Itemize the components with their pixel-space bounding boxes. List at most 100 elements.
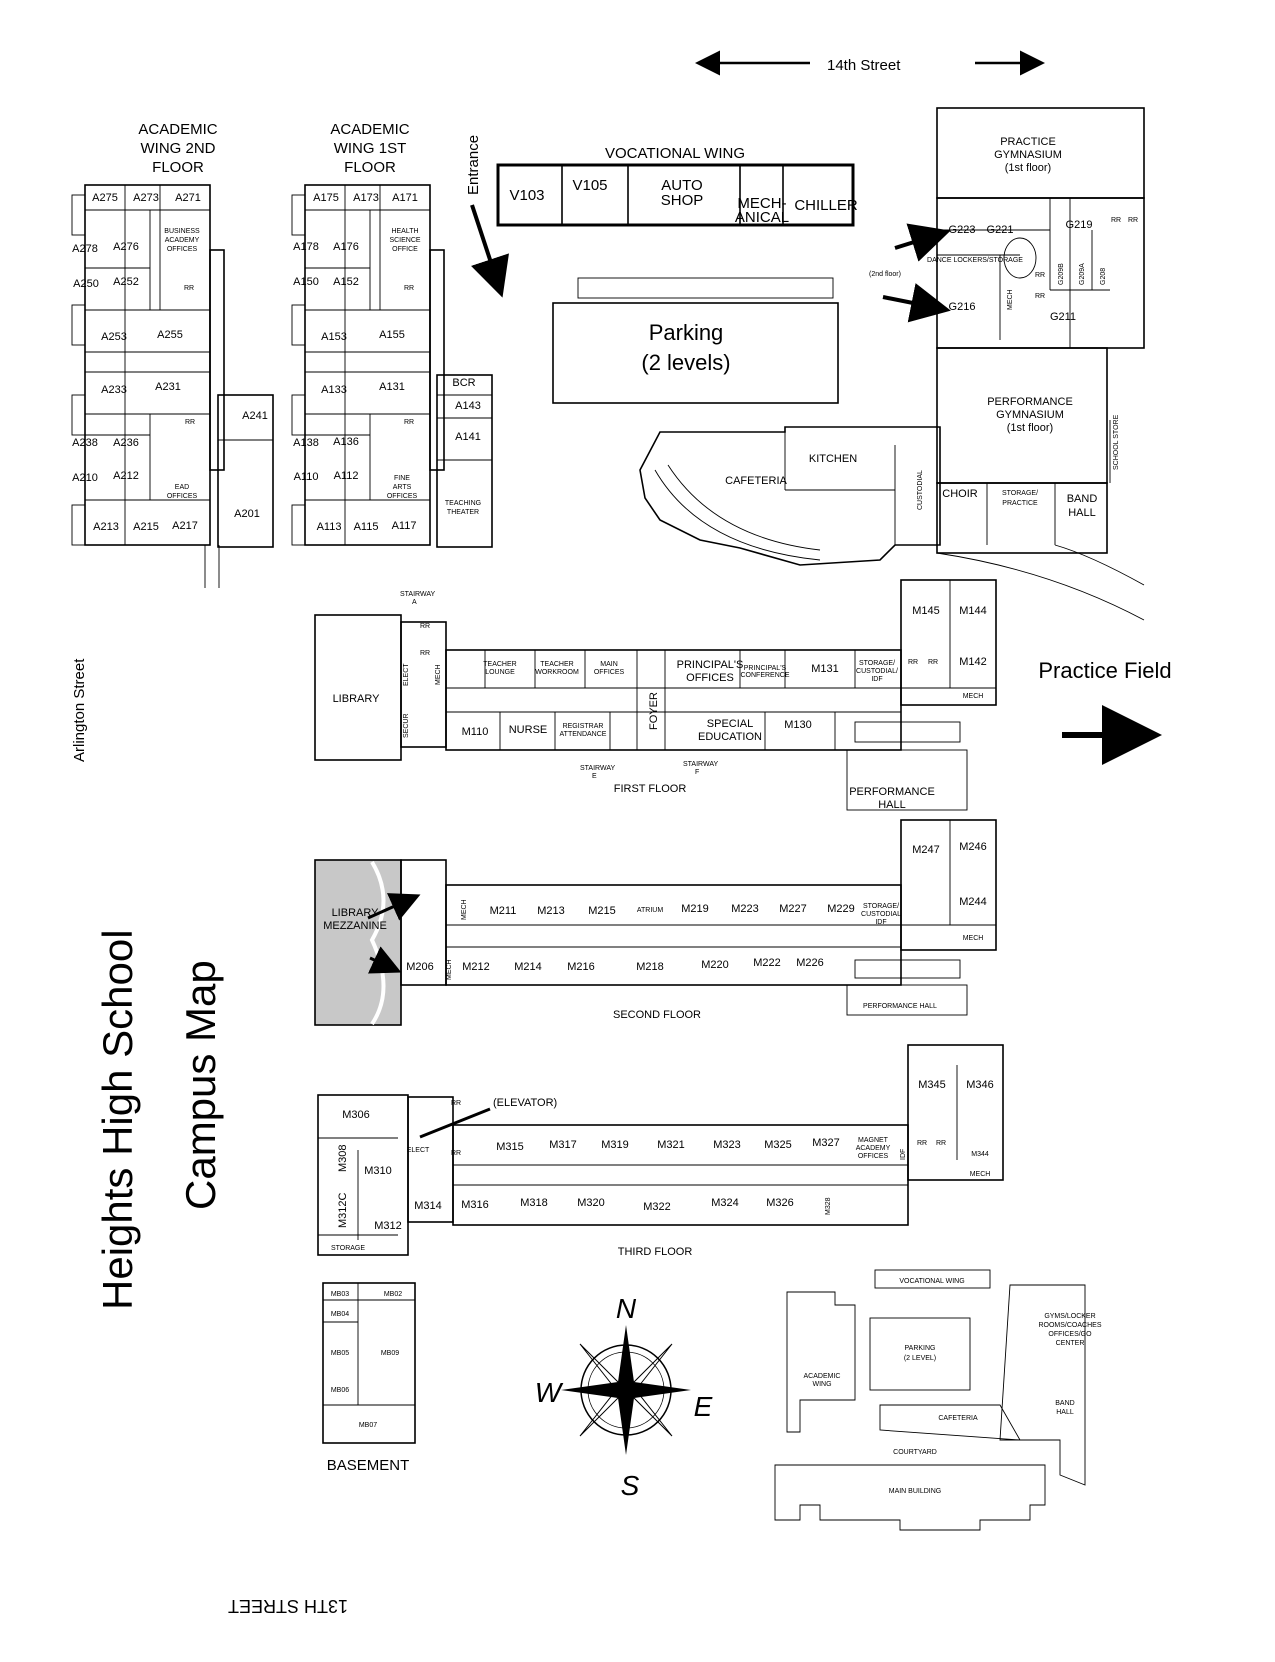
svg-text:HALL: HALL bbox=[1056, 1409, 1074, 1416]
svg-text:BCR: BCR bbox=[452, 377, 475, 389]
svg-text:RR: RR bbox=[908, 659, 918, 666]
svg-text:IDF: IDF bbox=[900, 1149, 907, 1160]
compass-west-label: W bbox=[535, 1377, 564, 1408]
svg-text:M324: M324 bbox=[711, 1197, 739, 1209]
svg-text:PARKING: PARKING bbox=[905, 1345, 936, 1352]
svg-text:MECH: MECH bbox=[446, 959, 453, 980]
svg-text:A215: A215 bbox=[133, 521, 159, 533]
svg-text:RR: RR bbox=[1035, 272, 1045, 279]
svg-text:A217: A217 bbox=[172, 520, 198, 532]
svg-text:A: A bbox=[412, 599, 417, 606]
svg-text:REGISTRAR: REGISTRAR bbox=[563, 723, 604, 730]
svg-text:FLOOR: FLOOR bbox=[344, 159, 396, 176]
svg-text:GYMS/LOCKER: GYMS/LOCKER bbox=[1044, 1313, 1095, 1320]
svg-text:RR: RR bbox=[1128, 217, 1138, 224]
svg-text:A110: A110 bbox=[294, 471, 319, 483]
svg-text:RR: RR bbox=[1035, 293, 1045, 300]
svg-text:M226: M226 bbox=[796, 957, 824, 969]
svg-text:MAGNET: MAGNET bbox=[858, 1137, 889, 1144]
svg-text:OFFICES: OFFICES bbox=[858, 1153, 889, 1160]
svg-text:EAD: EAD bbox=[175, 484, 189, 491]
svg-text:G223: G223 bbox=[949, 224, 976, 236]
svg-text:STORAGE/: STORAGE/ bbox=[1002, 490, 1038, 497]
svg-text:M244: M244 bbox=[959, 896, 987, 908]
svg-text:M312: M312 bbox=[374, 1220, 402, 1232]
street-14th: 14th Street bbox=[695, 50, 1045, 76]
svg-text:G208: G208 bbox=[1100, 268, 1107, 285]
svg-text:BASEMENT: BASEMENT bbox=[327, 1457, 410, 1474]
entrance-marker: Entrance bbox=[465, 135, 509, 298]
svg-text:A175: A175 bbox=[313, 192, 339, 204]
svg-text:M344: M344 bbox=[971, 1151, 989, 1158]
svg-text:CONFERENCE: CONFERENCE bbox=[740, 672, 789, 679]
svg-text:M320: M320 bbox=[577, 1197, 605, 1209]
svg-text:BAND: BAND bbox=[1055, 1400, 1074, 1407]
svg-text:HEALTH: HEALTH bbox=[391, 228, 418, 235]
svg-text:M310: M310 bbox=[364, 1165, 392, 1177]
svg-text:PERFORMANCE HALL: PERFORMANCE HALL bbox=[863, 1003, 937, 1010]
svg-text:MB07: MB07 bbox=[359, 1422, 377, 1429]
svg-text:RR: RR bbox=[936, 1140, 946, 1147]
svg-text:OFFICES/GO: OFFICES/GO bbox=[1048, 1331, 1092, 1338]
svg-text:CUSTODIAL/: CUSTODIAL/ bbox=[856, 668, 898, 675]
svg-text:G221: G221 bbox=[987, 224, 1014, 236]
svg-text:M308: M308 bbox=[337, 1144, 349, 1172]
svg-text:M212: M212 bbox=[462, 961, 490, 973]
svg-text:A241: A241 bbox=[242, 410, 268, 422]
svg-text:OFFICES: OFFICES bbox=[594, 669, 625, 676]
svg-text:MECH: MECH bbox=[461, 899, 468, 920]
svg-text:BUSINESS: BUSINESS bbox=[164, 228, 200, 235]
svg-text:COURTYARD: COURTYARD bbox=[893, 1449, 937, 1456]
svg-text:EDUCATION: EDUCATION bbox=[698, 731, 762, 743]
map-title: Heights High School Campus Map bbox=[94, 929, 224, 1310]
svg-text:VOCATIONAL WING: VOCATIONAL WING bbox=[899, 1278, 964, 1285]
svg-text:M323: M323 bbox=[713, 1139, 741, 1151]
svg-text:SECUR: SECUR bbox=[403, 713, 410, 738]
svg-text:M218: M218 bbox=[636, 961, 664, 973]
cafeteria: CAFETERIA KITCHEN CUSTODIAL bbox=[639, 426, 941, 566]
svg-text:A238: A238 bbox=[72, 437, 98, 449]
svg-text:PRINCIPAL'S: PRINCIPAL'S bbox=[744, 665, 787, 672]
svg-text:STORAGE: STORAGE bbox=[331, 1245, 365, 1252]
svg-text:RR: RR bbox=[928, 659, 938, 666]
svg-text:THEATER: THEATER bbox=[447, 509, 479, 516]
svg-text:STAIRWAY: STAIRWAY bbox=[400, 591, 435, 598]
svg-text:CHILLER: CHILLER bbox=[794, 197, 858, 214]
svg-text:OFFICE: OFFICE bbox=[392, 246, 418, 253]
svg-text:A131: A131 bbox=[379, 381, 405, 393]
svg-text:MB04: MB04 bbox=[331, 1311, 349, 1318]
svg-text:M215: M215 bbox=[588, 905, 616, 917]
svg-text:CUSTODIAL: CUSTODIAL bbox=[917, 470, 924, 510]
svg-text:M317: M317 bbox=[549, 1139, 577, 1151]
svg-text:ELECT: ELECT bbox=[407, 1147, 430, 1154]
svg-text:M229: M229 bbox=[827, 903, 855, 915]
svg-text:E: E bbox=[592, 773, 597, 780]
svg-text:MECH: MECH bbox=[963, 935, 984, 942]
svg-text:M306: M306 bbox=[342, 1109, 370, 1121]
svg-text:STAIRWAY: STAIRWAY bbox=[580, 765, 615, 772]
svg-text:(2 levels): (2 levels) bbox=[641, 350, 730, 375]
svg-text:M130: M130 bbox=[784, 719, 812, 731]
svg-text:M142: M142 bbox=[959, 656, 987, 668]
svg-text:MECH: MECH bbox=[970, 1171, 991, 1178]
svg-text:FINE: FINE bbox=[394, 475, 410, 482]
svg-text:ANICAL: ANICAL bbox=[735, 209, 789, 226]
svg-text:RR: RR bbox=[451, 1150, 461, 1157]
svg-text:MB03: MB03 bbox=[331, 1291, 349, 1298]
svg-text:M246: M246 bbox=[959, 841, 987, 853]
svg-text:MECH-: MECH- bbox=[737, 195, 786, 212]
svg-text:LIBRARY: LIBRARY bbox=[333, 693, 381, 705]
svg-text:A231: A231 bbox=[155, 381, 181, 393]
svg-text:V103: V103 bbox=[509, 187, 544, 204]
svg-text:PERFORMANCE: PERFORMANCE bbox=[849, 786, 935, 798]
campus-overview: VOCATIONAL WING ACADEMIC WING PARKING (2… bbox=[774, 1269, 1102, 1531]
svg-text:M211: M211 bbox=[490, 905, 517, 917]
basement-floor: MB03 MB02 MB04 MB05 MB09 MB06 MB07 BASEM… bbox=[322, 1282, 416, 1474]
svg-text:WING 1ST: WING 1ST bbox=[334, 140, 407, 157]
main-building-third-floor: M306 M308 M310 M312C M312 STORAGE ELECT … bbox=[317, 1044, 1004, 1258]
svg-text:M314: M314 bbox=[414, 1200, 442, 1212]
svg-text:ARTS: ARTS bbox=[393, 484, 412, 491]
svg-text:A236: A236 bbox=[113, 437, 139, 449]
svg-text:ROOMS/COACHES: ROOMS/COACHES bbox=[1038, 1322, 1101, 1329]
svg-text:STORAGE/: STORAGE/ bbox=[863, 903, 899, 910]
